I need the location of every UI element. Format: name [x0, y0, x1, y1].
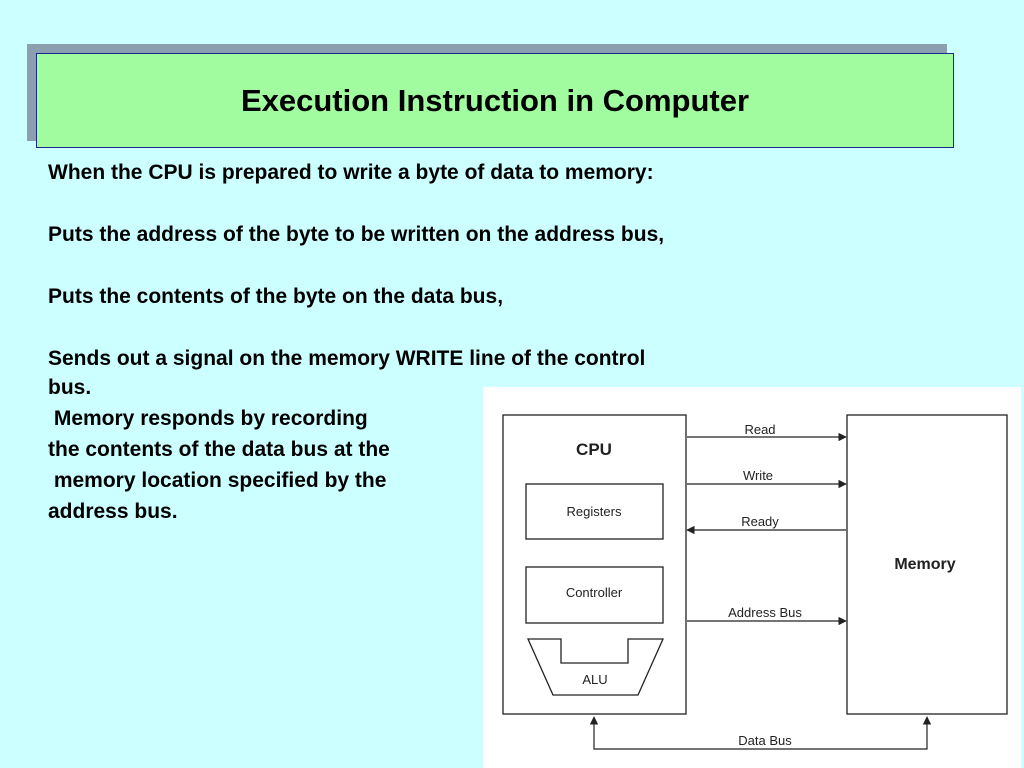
- paragraph-write-signal-line1: Sends out a signal on the memory WRITE l…: [48, 347, 646, 370]
- paragraph-intro: When the CPU is prepared to write a byte…: [48, 161, 654, 184]
- paragraph-memory-response-line3: memory location specified by the: [48, 469, 387, 492]
- registers-box: [525, 483, 664, 540]
- alu-label: ALU: [582, 672, 607, 687]
- alu-shape: [526, 638, 665, 696]
- memory-label: Memory: [894, 556, 955, 573]
- paragraph-address-bus: Puts the address of the byte to be writt…: [48, 223, 665, 246]
- controller-label: Controller: [566, 585, 623, 600]
- cpu-box: [502, 414, 687, 715]
- paragraph-memory-response-line4: address bus.: [48, 500, 178, 523]
- memory-box: [846, 414, 1008, 715]
- page-title: Execution Instruction in Computer: [240, 82, 750, 118]
- ready-label: Ready: [741, 514, 779, 529]
- paragraph-write-signal-line2: bus.: [48, 376, 92, 399]
- cpu-memory-diagram: CPU Registers Controller ALU Memory Read…: [483, 387, 1021, 768]
- paragraph-memory-response-line1: Memory responds by recording: [48, 407, 368, 430]
- write-label: Write: [743, 468, 773, 483]
- controller-box: [525, 566, 664, 624]
- paragraph-data-bus: Puts the contents of the byte on the dat…: [48, 285, 504, 308]
- data-bus-label: Data Bus: [738, 733, 792, 748]
- cpu-label: CPU: [576, 440, 612, 459]
- read-label: Read: [744, 422, 775, 437]
- paragraph-memory-response-line2: the contents of the data bus at the: [48, 438, 390, 461]
- registers-label: Registers: [567, 504, 622, 519]
- title-box: Execution Instruction in Computer: [36, 53, 954, 148]
- address-bus-label: Address Bus: [728, 605, 802, 620]
- data-bus-arrow: [589, 716, 932, 750]
